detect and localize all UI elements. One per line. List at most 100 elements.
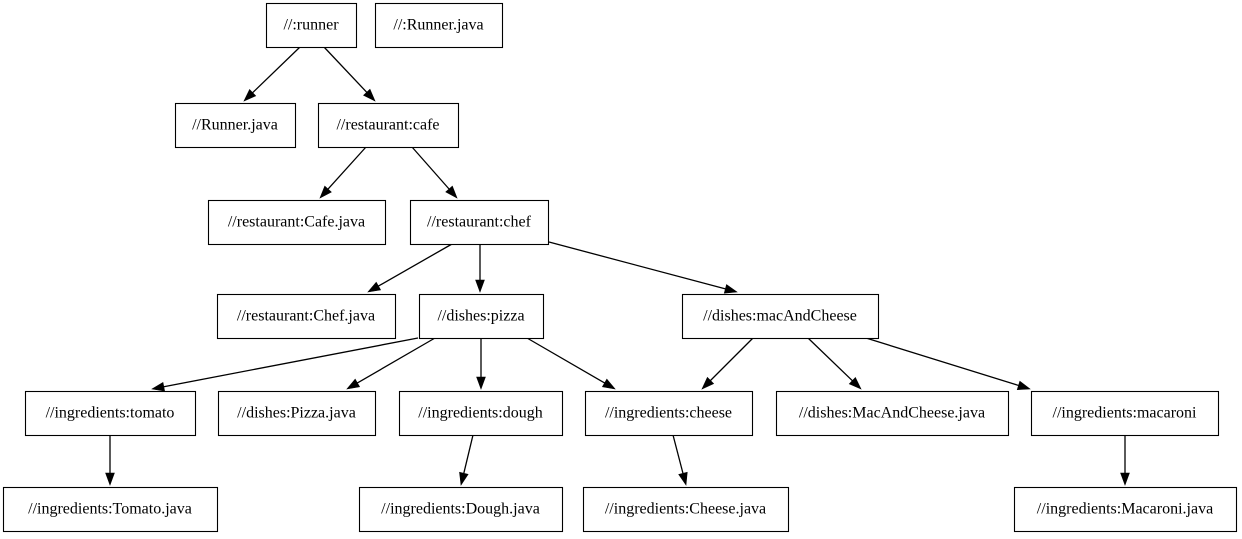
graph-node-restaurant_cafe[interactable]: //restaurant:cafe [317,102,460,149]
node-label: //ingredients:macaroni [1053,405,1198,422]
node-label: //restaurant:chef [427,214,532,231]
node-box[interactable] [174,102,297,149]
arrowhead-icon [848,376,862,390]
graph-node-runner_java[interactable]: //Runner.java [174,102,297,149]
arrowhead-icon [445,185,458,199]
graph-edge [243,46,301,102]
node-box[interactable] [775,390,1010,437]
edge-line [357,337,436,384]
graph-node-ing_macaroni_java[interactable]: //ingredients:Macaroni.java [1013,486,1238,533]
edge-line [463,434,474,474]
graph-node-dishes_mac[interactable]: //dishes:macAndCheese [681,293,880,340]
node-box[interactable] [418,293,545,340]
graph-edge [701,337,754,390]
graph-edge [548,241,738,294]
node-box[interactable] [2,486,219,533]
node-label: //:Runner.java [393,17,483,34]
edge-line [323,46,368,93]
edge-line [526,337,605,384]
graph-edge [323,46,376,102]
arrowhead-icon [346,378,361,390]
node-label: //restaurant:cafe [336,117,439,134]
node-label: //ingredients:Macaroni.java [1037,501,1213,518]
graph-edge [319,146,367,199]
graph-node-ing_tomato_java[interactable]: //ingredients:Tomato.java [2,486,219,533]
node-box[interactable] [584,390,754,437]
node-box[interactable] [409,199,550,246]
graph-edge [807,337,862,390]
graph-node-restaurant_cafe_java[interactable]: //restaurant:Cafe.java [207,199,387,246]
arrowhead-icon [459,471,469,486]
graph-node-dishes_pizza_java[interactable]: //dishes:Pizza.java [217,390,377,437]
graph-node-dishes_pizza[interactable]: //dishes:pizza [418,293,545,340]
node-box[interactable] [1030,390,1220,437]
graph-node-ing_dough_java[interactable]: //ingredients:Dough.java [358,486,564,533]
graph-node-ing_cheese[interactable]: //ingredients:cheese [584,390,754,437]
node-box[interactable] [317,102,460,149]
arrowhead-icon [1016,380,1031,390]
arrowhead-icon [105,472,115,486]
arrowhead-icon [476,376,486,390]
graph-edge [476,338,486,390]
edge-line [672,434,684,474]
graph-node-dishes_mac_java[interactable]: //dishes:MacAndCheese.java [775,390,1010,437]
node-box[interactable] [374,2,504,49]
node-box[interactable] [217,390,377,437]
graph-node-ing_macaroni[interactable]: //ingredients:macaroni [1030,390,1220,437]
node-box[interactable] [1013,486,1238,533]
graph-edge [346,337,436,390]
node-label: //dishes:macAndCheese [703,308,857,325]
node-label: //ingredients:Tomato.java [28,501,192,518]
graph-node-ing_tomato[interactable]: //ingredients:tomato [24,390,197,437]
graph-node-ing_dough[interactable]: //ingredients:dough [398,390,564,437]
arrowhead-icon [723,284,738,294]
node-label: //restaurant:Cafe.java [228,214,365,231]
node-label: //dishes:pizza [437,308,524,325]
graph-node-restaurant_chef[interactable]: //restaurant:chef [409,199,550,246]
node-box[interactable] [358,486,564,533]
graph-node-ing_cheese_java[interactable]: //ingredients:Cheese.java [582,486,790,533]
edges-layer [105,46,1130,486]
graph-edge [865,337,1031,390]
node-box[interactable] [216,293,397,340]
node-label: //ingredients:tomato [46,405,175,422]
node-box[interactable] [398,390,564,437]
node-label: //ingredients:Cheese.java [605,501,766,518]
arrowhead-icon [151,381,165,392]
graph-node-runner[interactable]: //:runner [265,2,358,49]
edge-line [865,337,1019,387]
node-label: //dishes:Pizza.java [237,405,356,422]
node-label: //Runner.java [192,117,278,134]
arrowhead-icon [601,378,616,390]
edge-line [327,146,367,190]
arrowhead-icon [319,185,332,199]
node-label: //ingredients:cheese [605,405,732,422]
node-box[interactable] [582,486,790,533]
arrowhead-icon [475,279,485,293]
node-box[interactable] [24,390,197,437]
graph-node-restaurant_chef_java[interactable]: //restaurant:Chef.java [216,293,397,340]
node-box[interactable] [265,2,358,49]
edge-line [807,337,853,382]
graph-edge [526,337,616,390]
node-label: //:runner [283,17,339,34]
node-label: //restaurant:Chef.java [237,308,375,325]
graph-edge [459,434,474,486]
node-box[interactable] [681,293,880,340]
graph-edge [672,434,688,486]
graph-node-runner_java_root[interactable]: //:Runner.java [374,2,504,49]
edge-line [163,337,419,388]
node-box[interactable] [207,199,387,246]
graph-edge [151,337,419,392]
edge-line [710,337,754,381]
edge-line [411,146,450,190]
edge-line [378,243,453,287]
edge-line [548,241,726,290]
arrowhead-icon [678,471,688,486]
graph-edge [475,244,485,293]
graph-edge [105,435,115,486]
graph-edge [411,146,458,199]
